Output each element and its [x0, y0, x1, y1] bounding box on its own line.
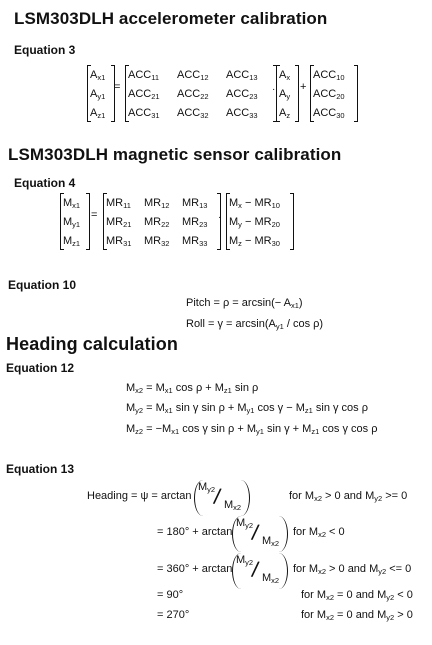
- heading-title: Heading calculation: [6, 334, 178, 354]
- eq4-equals: =: [91, 209, 98, 221]
- equation-13-label: Equation 13: [6, 462, 75, 476]
- eq13-frac-1-num: My2: [198, 481, 216, 494]
- eq12-line-3: Mz2 = −Mx1 cos γ sin ρ + My1 sin γ + Mz1…: [126, 423, 378, 436]
- eq13-line-5: = 270°: [157, 609, 190, 621]
- equation-12-label: Equation 12: [6, 361, 75, 375]
- eq13-frac-1-den: Mx2: [224, 499, 242, 512]
- eq13-frac-2-den: Mx2: [262, 535, 280, 548]
- eq13-line-3-prefix: = 360° + arctan: [157, 563, 233, 575]
- eq13-frac-2-num: My2: [236, 517, 254, 530]
- eq12-line-2: My2 = Mx1 sin γ sin ρ + My1 cos γ − Mz1 …: [126, 402, 368, 415]
- eq13-paren-2: [232, 516, 288, 552]
- equation-4-label: Equation 4: [14, 176, 76, 190]
- magnetic-title: LSM303DLH magnetic sensor calibration: [8, 145, 342, 164]
- roll-formula: Roll = γ = arcsin(Ay1 / cos ρ): [186, 318, 324, 331]
- eq3-dot: ·: [272, 84, 276, 95]
- eq3-plus: +: [300, 81, 307, 93]
- eq13-paren-1: [194, 480, 250, 516]
- eq4-lhs-vector: Mx1 My1 Mz1: [60, 193, 90, 250]
- eq13-frac-3-num: My2: [236, 554, 254, 567]
- eq4-m-vector: Mx − MR10 My − MR20 Mz − MR30: [226, 193, 294, 250]
- accelerometer-title: LSM303DLH accelerometer calibration: [14, 9, 328, 28]
- equation-3-label: Equation 3: [14, 43, 76, 57]
- eq13-cond-2: for Mx2 < 0: [293, 526, 345, 539]
- eq13-cond-5: for Mx2 = 0 and My2 > 0: [301, 609, 413, 622]
- eq3-lhs-vector: Ax1 Ay1 Az1: [87, 65, 115, 122]
- eq3-offset-vector: ACC10 ACC20 ACC30: [310, 65, 358, 122]
- eq13-paren-3: [232, 553, 288, 589]
- equation-10-label: Equation 10: [8, 278, 77, 292]
- eq4-dot: ·: [218, 212, 222, 223]
- eq13-cond-1: for Mx2 > 0 and My2 >= 0: [289, 490, 408, 503]
- eq13-line-2-prefix: = 180° + arctan: [157, 526, 233, 538]
- eq13-line-1-prefix: Heading = ψ = arctan: [87, 490, 192, 502]
- eq13-line-4: = 90°: [157, 589, 184, 601]
- eq3-equals: =: [114, 81, 121, 93]
- eq12-line-1: Mx2 = Mx1 cos ρ + Mz1 sin ρ: [126, 382, 259, 395]
- eq13-cond-3: for Mx2 > 0 and My2 <= 0: [293, 563, 412, 576]
- eq13-frac-3-den: Mx2: [262, 572, 280, 585]
- pitch-formula: Pitch = ρ = arcsin(− Ax1): [186, 297, 303, 310]
- eq3-a-vector: Ax Ay Az: [276, 65, 299, 122]
- eq13-cond-4: for Mx2 = 0 and My2 < 0: [301, 589, 413, 602]
